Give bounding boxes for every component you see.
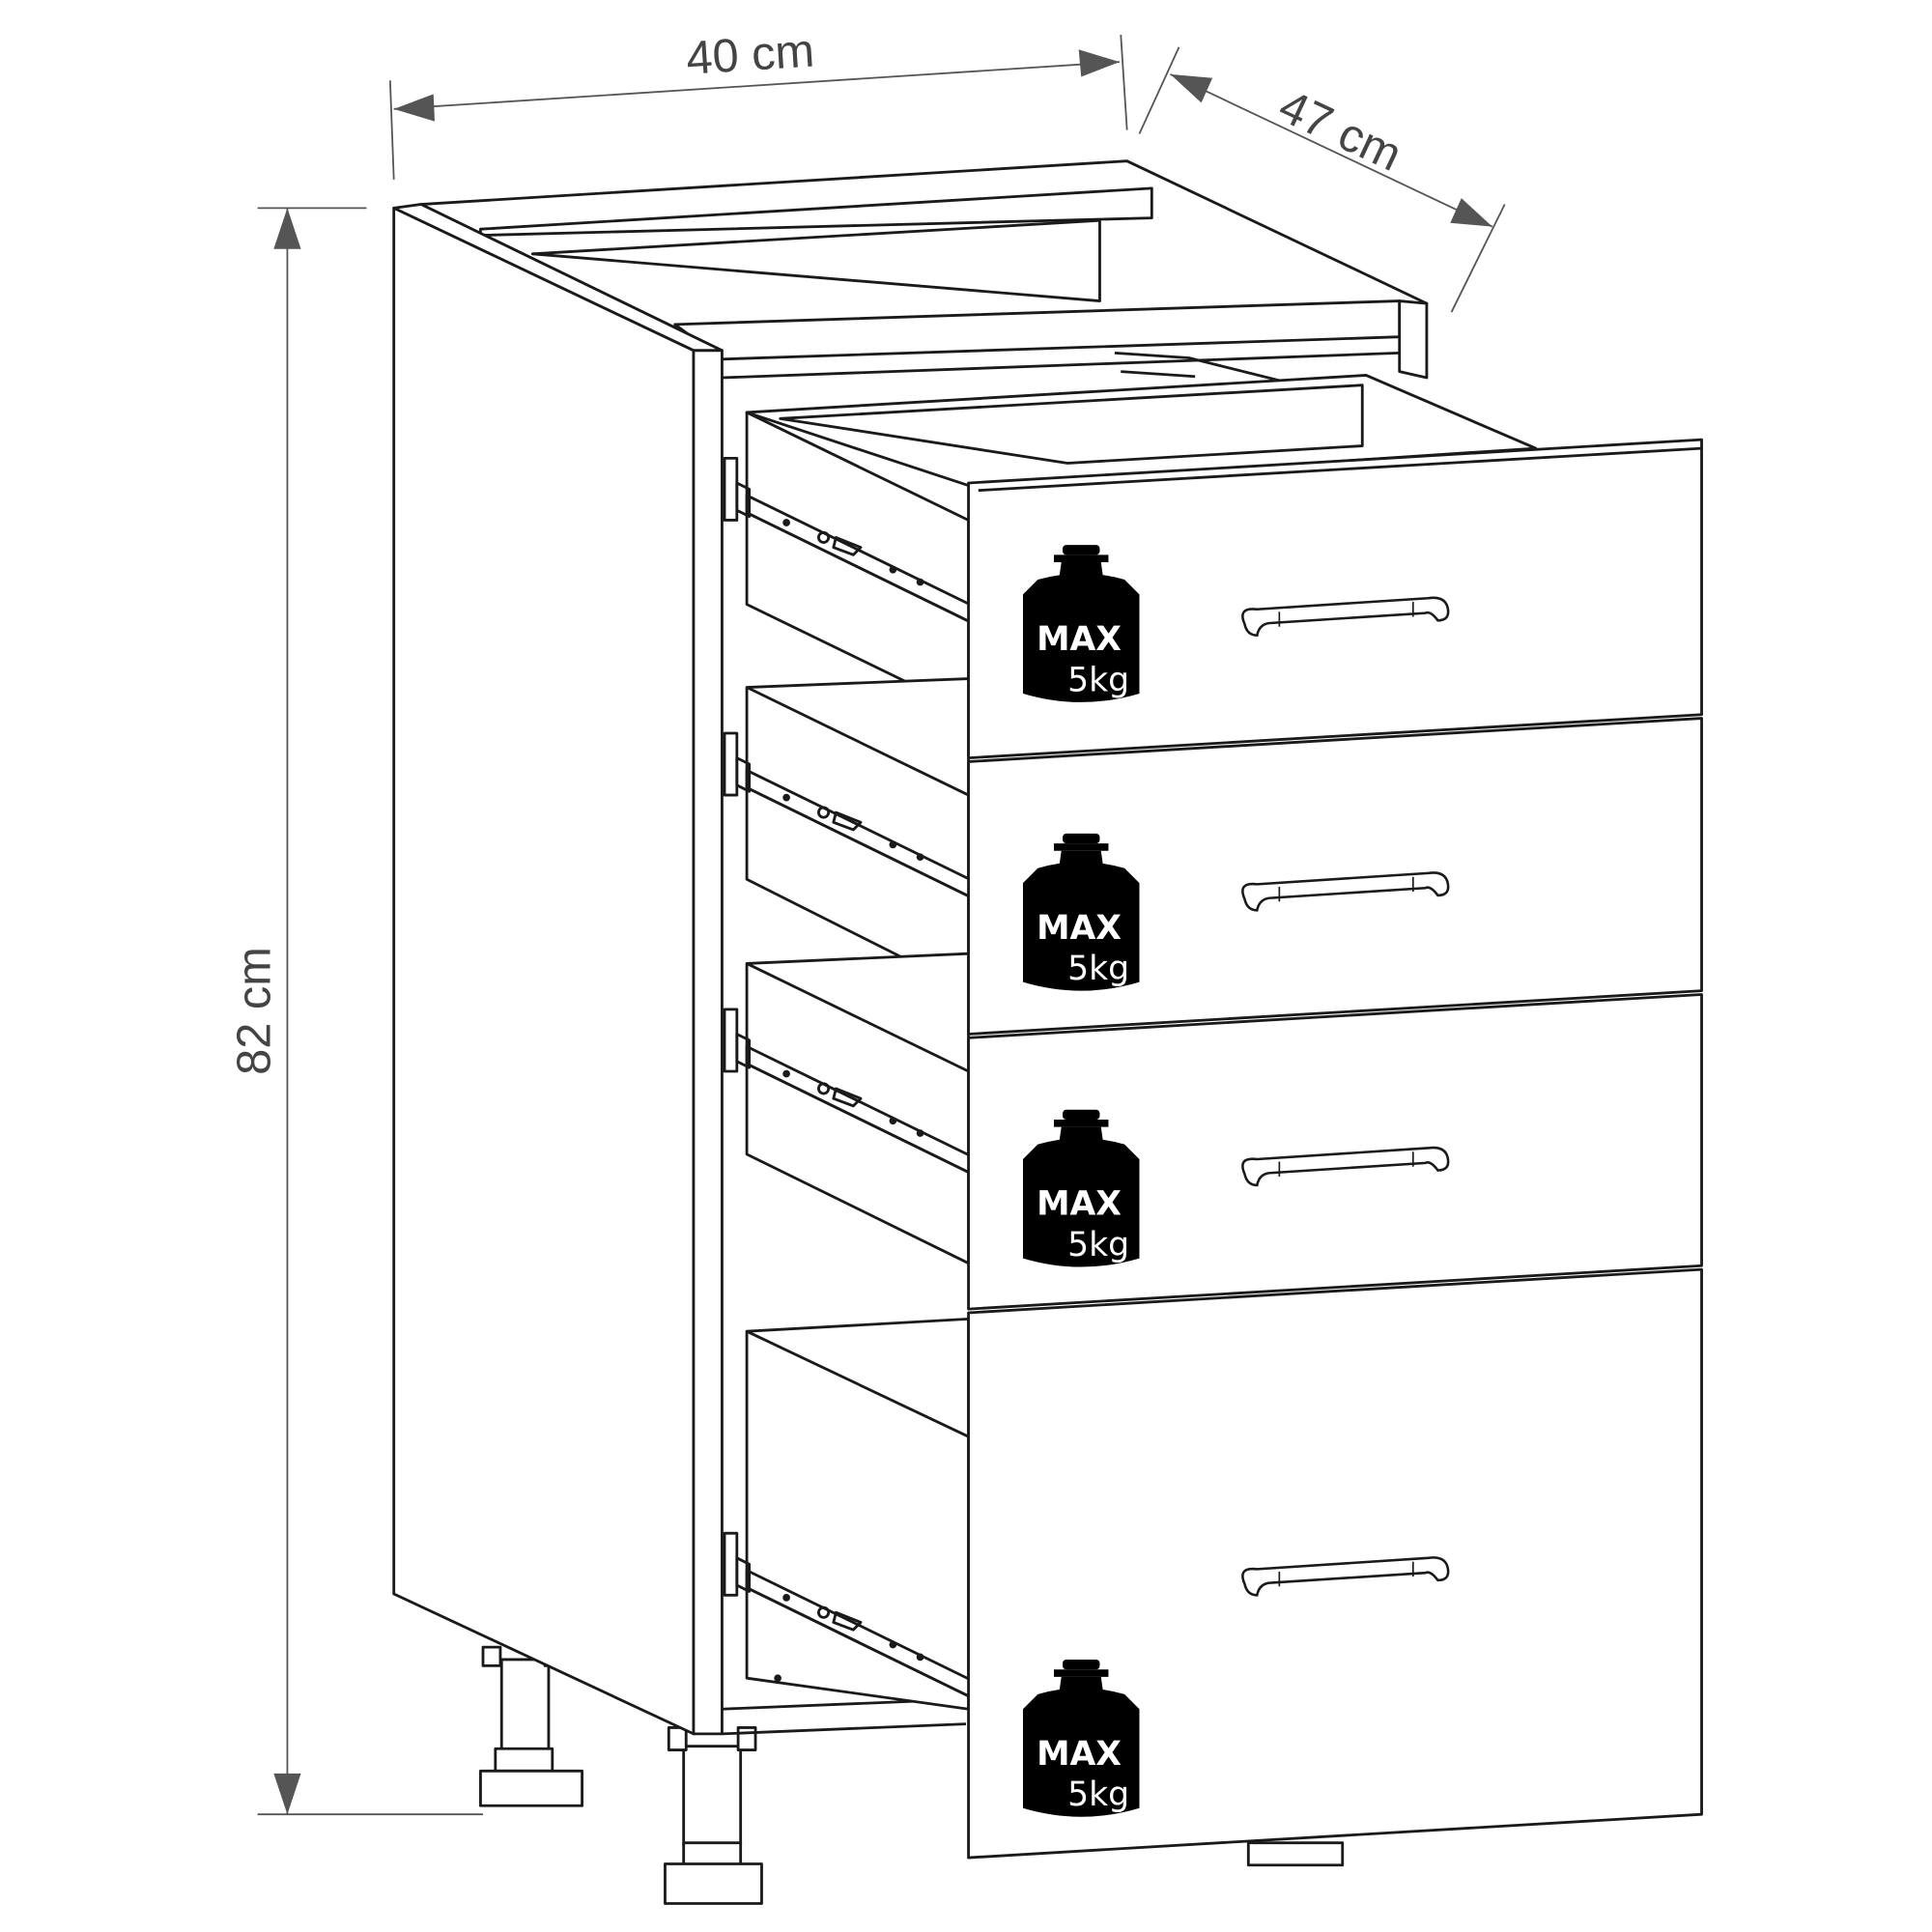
drawer-box-2 xyxy=(723,677,972,993)
max-label: MAX xyxy=(1037,1185,1122,1224)
load-label: 5kg xyxy=(1067,1776,1129,1814)
depth-label: 47 cm xyxy=(1271,80,1409,182)
max-label: MAX xyxy=(1037,909,1122,948)
legs xyxy=(479,1645,1345,1905)
drawer-box-3 xyxy=(723,952,972,1265)
drawer-2[interactable]: MAX 5kg xyxy=(967,717,1703,1036)
load-label: 5kg xyxy=(1067,661,1129,699)
drawer-3[interactable]: MAX 5kg xyxy=(967,993,1703,1311)
width-dimension: 40 cm xyxy=(388,24,1128,180)
drawer-1[interactable]: MAX 5kg xyxy=(967,438,1703,760)
max-label: MAX xyxy=(1037,1735,1122,1774)
max-label: MAX xyxy=(1037,620,1122,659)
cabinet-carcass xyxy=(392,159,1429,1736)
load-label: 5kg xyxy=(1067,1226,1129,1264)
drawer-4[interactable]: MAX 5kg xyxy=(967,1267,1703,1860)
width-label: 40 cm xyxy=(685,24,816,84)
height-label: 82 cm xyxy=(228,947,280,1075)
load-label: 5kg xyxy=(1067,950,1129,988)
drawer-box-4 xyxy=(723,1317,972,1711)
height-dimension: 82 cm xyxy=(228,207,484,1816)
